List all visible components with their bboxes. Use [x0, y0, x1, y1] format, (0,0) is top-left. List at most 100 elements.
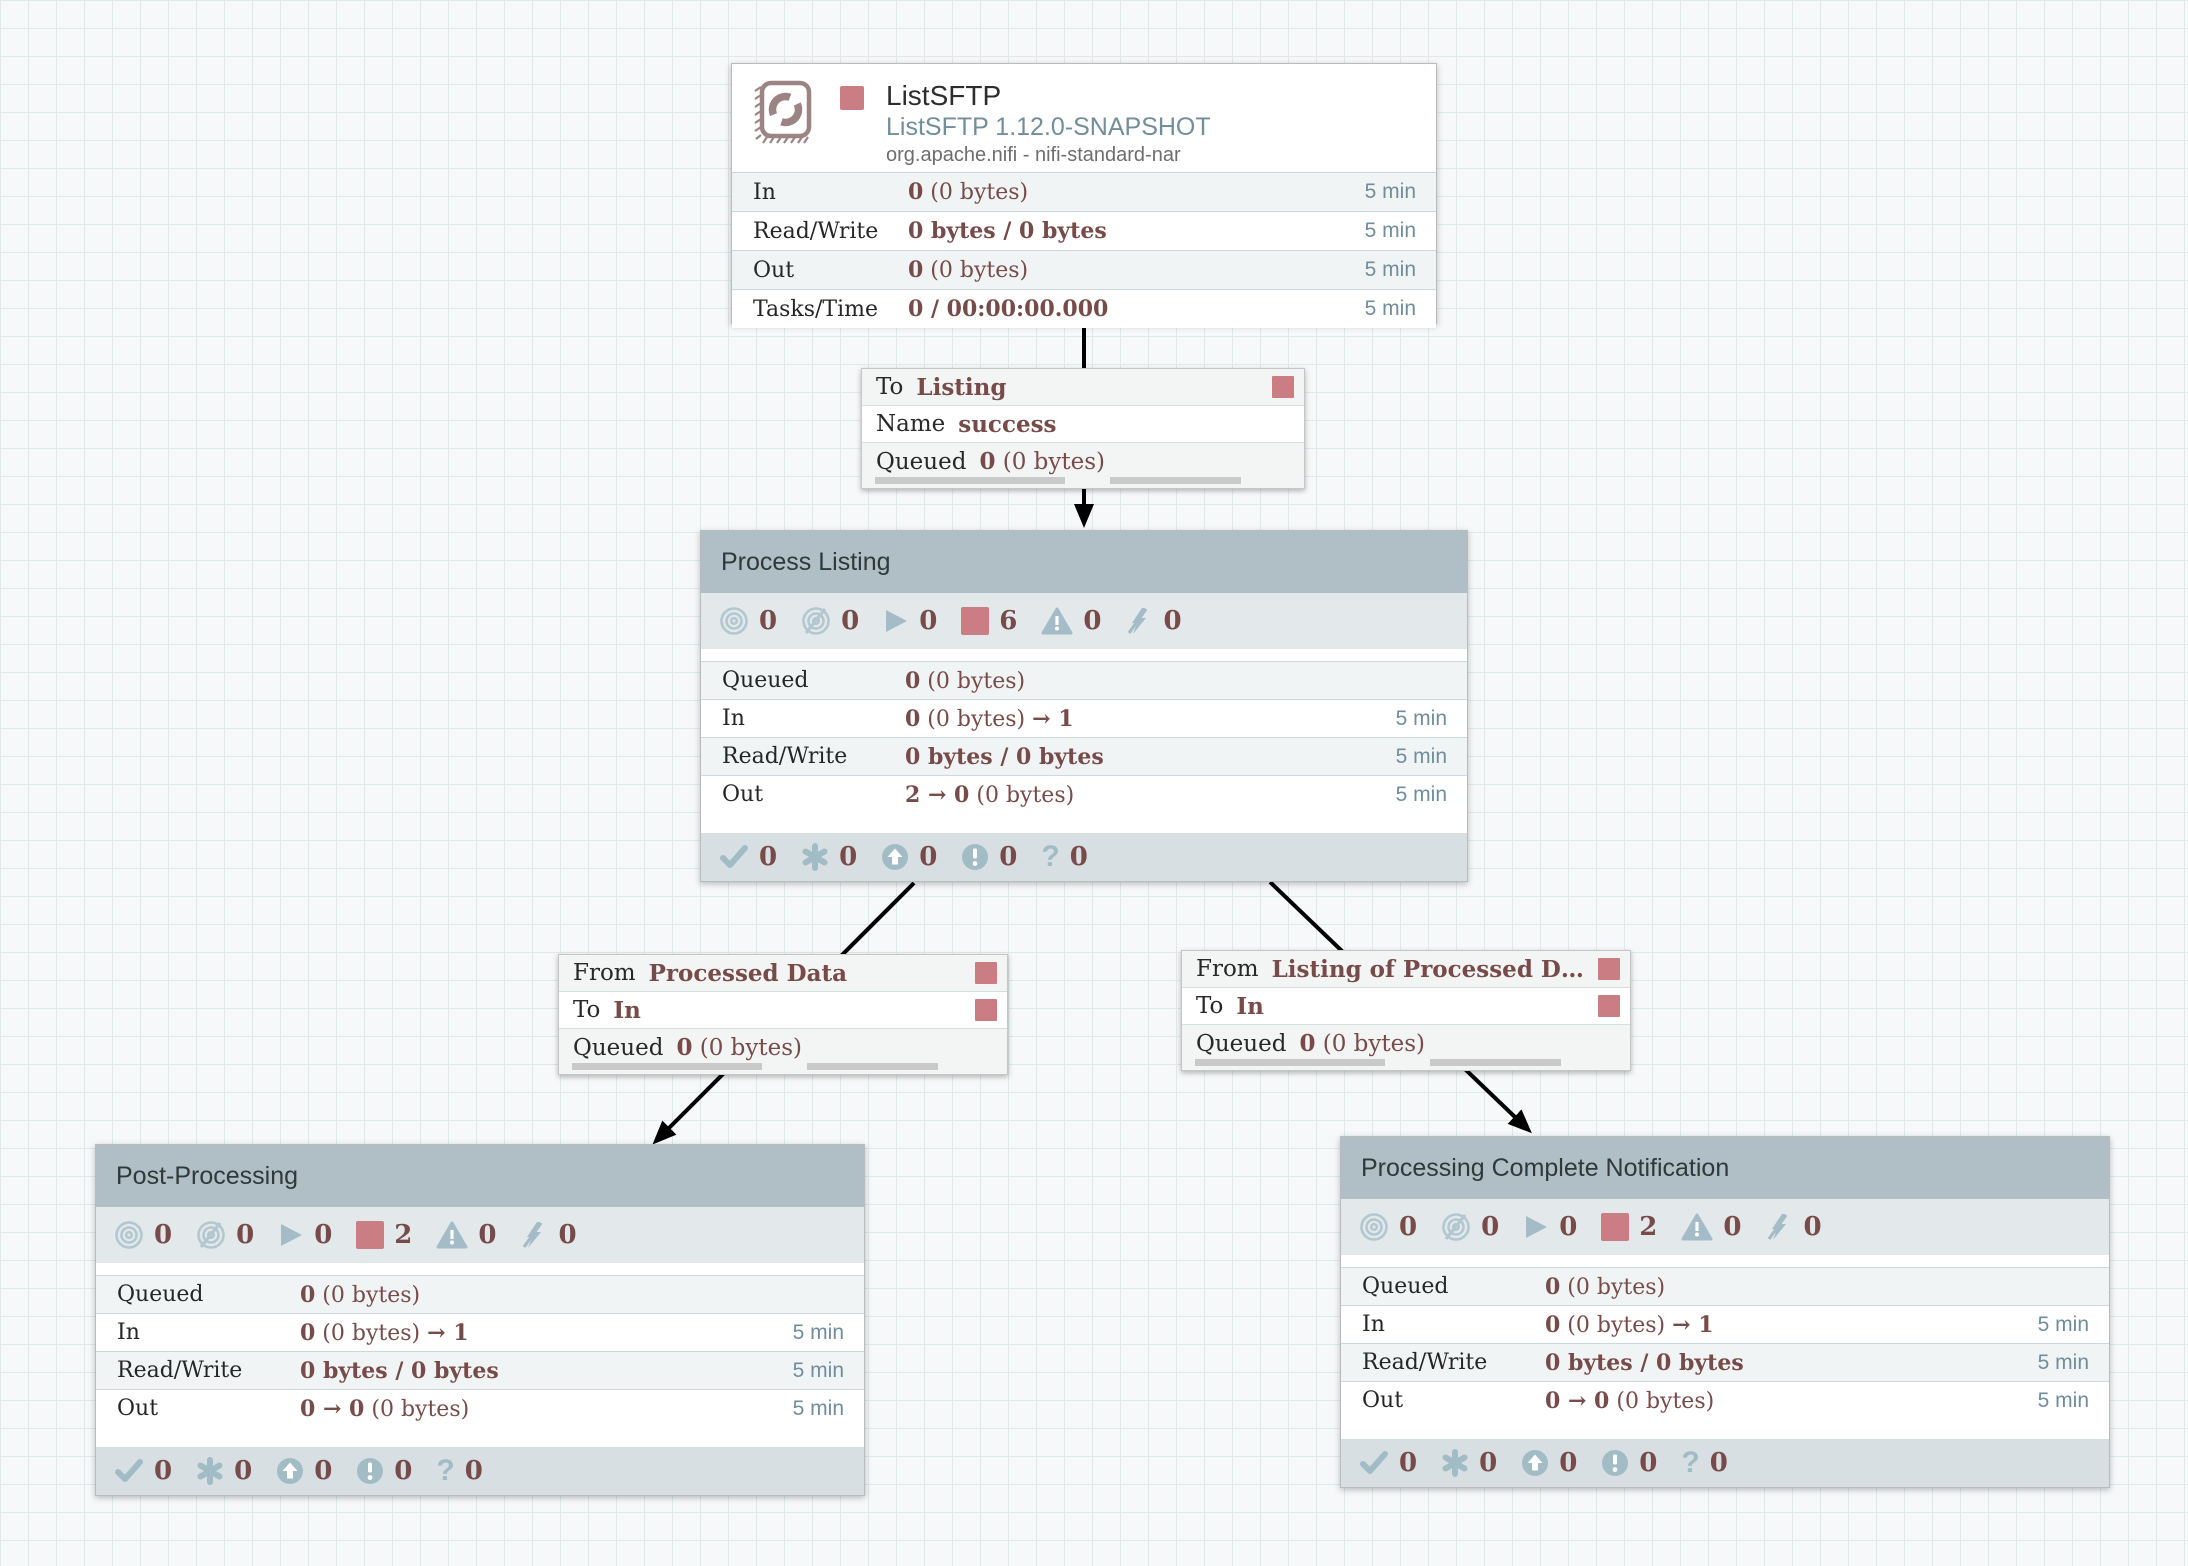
connection-label-to-listing[interactable]: To Listing Name success Queued 0 (0 byte…	[861, 368, 1305, 489]
queue-size-bar	[1430, 1059, 1561, 1066]
running-badge: 0	[278, 1220, 332, 1250]
stat-row-out: Out 2 → 0 (0 bytes) 5 min	[701, 775, 1467, 813]
stopped-icon	[961, 607, 990, 635]
process-group-process-listing[interactable]: Process Listing 0 0 0 6 0 0 Queued 0 (0 …	[700, 530, 1468, 882]
stat-row-tasks: Tasks/Time 0 / 00:00:00.000 5 min	[732, 289, 1436, 328]
transmitting-icon	[1360, 1213, 1388, 1241]
locally-modified-stale-badge: 0	[1601, 1448, 1657, 1478]
stat-row-queued: Queued 0 (0 bytes)	[701, 661, 1467, 699]
connection-value: success	[958, 410, 1057, 438]
processor-type-version: ListSFTP 1.12.0-SNAPSHOT	[886, 113, 1211, 141]
connection-from-row: From Listing of Processed D…	[1182, 951, 1630, 987]
connection-label-from-listing-of-processed[interactable]: From Listing of Processed D… To In Queue…	[1181, 950, 1631, 1071]
stat-row-readwrite: Read/Write 0 bytes / 0 bytes 5 min	[701, 737, 1467, 775]
arrow-up-circle-icon	[1522, 1450, 1549, 1476]
stopped-state-icon	[1598, 995, 1620, 1017]
exclamation-circle-icon	[357, 1458, 384, 1484]
question-icon: ?	[1681, 1446, 1700, 1479]
stat-row-readwrite: Read/Write 0 bytes / 0 bytes 5 min	[732, 211, 1436, 250]
connection-queued-row: Queued 0 (0 bytes)	[559, 1028, 1007, 1074]
running-badge: 0	[883, 606, 937, 636]
process-group-header: Processing Complete Notification	[1341, 1137, 2109, 1199]
process-group-title: Processing Complete Notification	[1361, 1153, 1730, 1182]
transmitting-badge: 0	[114, 1220, 172, 1250]
disabled-badge: 0	[1765, 1212, 1822, 1242]
stopped-icon	[1601, 1213, 1630, 1241]
stat-value: 0 / 00:00:00.000	[908, 296, 1109, 322]
check-icon	[1360, 1451, 1388, 1474]
not-transmitting-badge: 0	[801, 606, 859, 636]
stat-row-out: Out 0 → 0 (0 bytes) 5 min	[96, 1389, 864, 1427]
running-icon	[886, 610, 908, 632]
not-transmitting-icon	[802, 607, 830, 635]
up-to-date-badge: 0	[1359, 1448, 1417, 1478]
process-group-version-bar: 0 0 0 0 ? 0	[701, 833, 1467, 881]
stat-label: Tasks/Time	[753, 296, 878, 322]
stat-label: Read/Write	[753, 218, 879, 244]
stat-row-in: In 0 (0 bytes) 5 min	[732, 172, 1436, 211]
not-transmitting-icon	[197, 1221, 225, 1249]
connection-value: 0 (0 bytes)	[676, 1034, 803, 1061]
stale-badge: 0	[276, 1456, 332, 1486]
up-to-date-badge: 0	[719, 842, 777, 872]
process-group-processing-complete-notification[interactable]: Processing Complete Notification 0 0 0 2…	[1340, 1136, 2110, 1488]
connection-value: 0 (0 bytes)	[1299, 1030, 1426, 1057]
transmitting-badge: 0	[1359, 1212, 1417, 1242]
stat-value: 0 (0 bytes)	[908, 257, 1029, 283]
process-group-post-processing[interactable]: Post-Processing 0 0 0 2 0 0 Queued 0 (0 …	[95, 1144, 865, 1496]
sync-failure-badge: ? 0	[436, 1454, 483, 1487]
invalid-icon	[1681, 1213, 1713, 1241]
stat-label: In	[753, 179, 776, 205]
question-icon: ?	[1041, 840, 1060, 873]
exclamation-circle-icon	[962, 844, 989, 870]
process-group-header: Process Listing	[701, 531, 1467, 593]
connection-from-row: From Processed Data	[559, 955, 1007, 991]
queue-size-bar	[807, 1063, 938, 1070]
process-group-title: Post-Processing	[116, 1161, 299, 1190]
stat-row-in: In 0 (0 bytes) → 1 5 min	[701, 699, 1467, 737]
running-icon	[281, 1224, 303, 1246]
connection-value: Processed Data	[648, 959, 848, 987]
processor-type-icon	[754, 80, 812, 144]
connection-key: To	[1196, 993, 1224, 1019]
connection-to-row: To In	[559, 991, 1007, 1028]
disabled-icon	[1128, 608, 1148, 634]
process-group-version-bar: 0 0 0 0 ? 0	[96, 1447, 864, 1495]
processor-title: ListSFTP	[886, 80, 1002, 111]
stat-label: Out	[753, 257, 795, 283]
locally-modified-badge: 0	[196, 1456, 252, 1486]
connection-label-from-processed-data[interactable]: From Processed Data To In Queued 0 (0 by…	[558, 954, 1008, 1075]
disabled-badge: 0	[1125, 606, 1182, 636]
stat-row-in: In 0 (0 bytes) → 1 5 min	[96, 1313, 864, 1351]
invalid-icon	[436, 1221, 468, 1249]
connection-key: From	[573, 960, 636, 986]
stopped-state-icon	[840, 86, 864, 110]
stat-timeframe: 5 min	[1364, 180, 1416, 203]
not-transmitting-badge: 0	[1441, 1212, 1499, 1242]
processor-listsftp[interactable]: ListSFTP ListSFTP 1.12.0-SNAPSHOT org.ap…	[731, 63, 1437, 328]
queue-size-bar	[1110, 477, 1241, 484]
stopped-state-icon	[975, 962, 997, 984]
connection-to-row: To In	[1182, 987, 1630, 1024]
stat-row-queued: Queued 0 (0 bytes)	[96, 1275, 864, 1313]
exclamation-circle-icon	[1602, 1450, 1629, 1476]
locally-modified-badge: 0	[1441, 1448, 1497, 1478]
sync-failure-badge: ? 0	[1041, 840, 1088, 873]
asterisk-icon	[1442, 1449, 1468, 1477]
transmitting-icon	[115, 1221, 143, 1249]
stat-timeframe: 5 min	[1364, 258, 1416, 281]
invalid-badge: 0	[436, 1220, 496, 1250]
spacer	[701, 649, 1467, 661]
stat-value: 0 bytes / 0 bytes	[908, 218, 1107, 244]
check-icon	[720, 845, 748, 868]
stat-timeframe: 5 min	[1364, 297, 1416, 320]
stopped-state-icon	[1598, 958, 1620, 980]
running-icon	[1526, 1216, 1548, 1238]
connection-value: Listing	[916, 373, 1007, 401]
stat-row-in: In 0 (0 bytes) → 1 5 min	[1341, 1305, 2109, 1343]
locally-modified-stale-badge: 0	[356, 1456, 412, 1486]
asterisk-icon	[802, 843, 828, 871]
queue-count-bar	[1195, 1059, 1385, 1066]
stale-badge: 0	[881, 842, 937, 872]
